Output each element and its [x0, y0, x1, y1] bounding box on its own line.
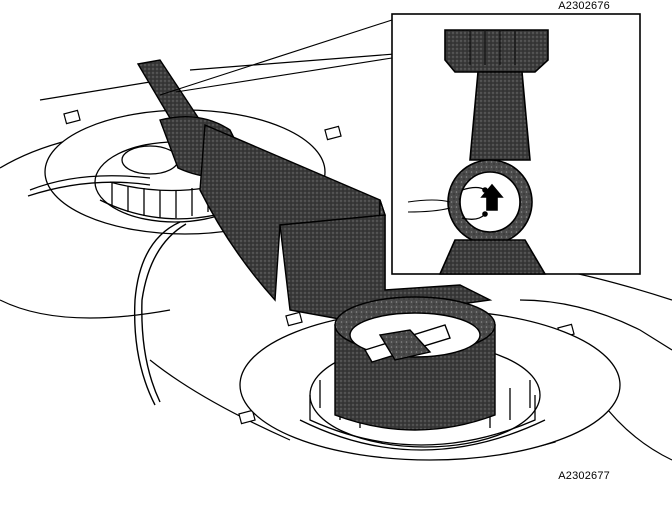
- lock-ring-tool: [136, 59, 496, 431]
- leader-lines: [159, 19, 393, 96]
- wire-harness: [133, 221, 187, 406]
- figure-ref-bottom: A2302677: [558, 470, 610, 482]
- detail-inset: [391, 13, 641, 275]
- figure-ref-top: A2302676: [558, 0, 610, 12]
